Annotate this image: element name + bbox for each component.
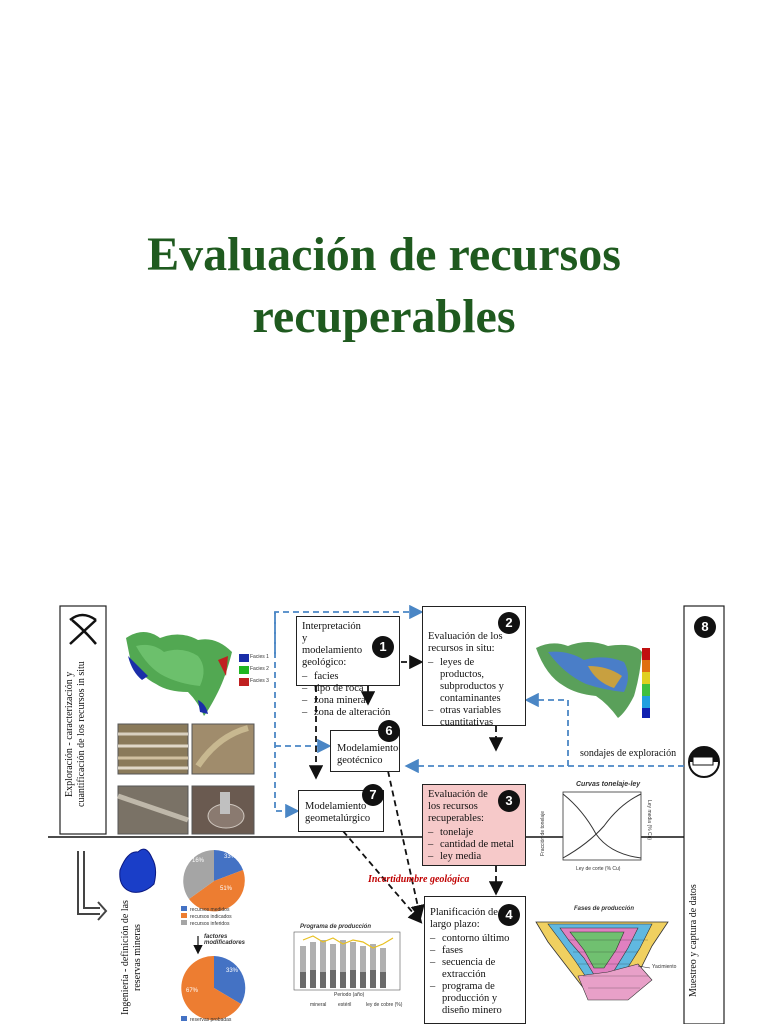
box4-item: contorno último [430, 933, 520, 945]
curves-xlabel: Ley de corte (% Cu) [576, 866, 620, 872]
step-badge-2: 2 [498, 612, 520, 634]
curves-title: Curvas tonelaje-ley [576, 781, 640, 788]
box2-item: otras variables cuantitativas [428, 705, 520, 729]
step-badge-1: 1 [372, 636, 394, 658]
pie1-label-3: 16% [192, 858, 204, 864]
core-photos [118, 724, 254, 834]
legend-swatch-1 [239, 654, 249, 662]
down-arrow-icon [78, 851, 106, 920]
tonnage-grade-chart [563, 792, 641, 860]
color-scale-bar [642, 648, 650, 718]
box3-list: tonelaje cantidad de metal ley media [428, 827, 520, 863]
pie2-legend-1: reservas probadas [190, 1017, 231, 1023]
box1-title: Interpretación y modelamiento geológico: [302, 621, 364, 669]
pit-3d-icon [120, 849, 156, 892]
box4-title: Planificación de largo plazo: [430, 907, 498, 931]
legend-facies-3: Facies 3 [250, 678, 269, 684]
box4-list: contorno último fases secuencia de extra… [430, 933, 520, 1017]
uncertainty-label: Incertidumbre geológica [368, 874, 469, 885]
legend-facies-2: Facies 2 [250, 666, 269, 672]
pie1-label-1: 33% [224, 854, 236, 860]
box1-item: zona de alteración [302, 707, 394, 719]
box4-item: fases [430, 945, 520, 957]
program-legend-2: estéril [338, 1002, 351, 1008]
box3-item: cantidad de metal [428, 839, 520, 851]
pie2-label-1: 33% [226, 968, 238, 974]
box2-title: Evaluación de los recursos in situ: [428, 631, 520, 655]
box2-item: leyes de productos, subproductos y conta… [428, 657, 520, 705]
pie1-label-2: 51% [220, 886, 232, 892]
program-legend-3: ley de cobre (%) [366, 1002, 402, 1008]
program-legend-1: mineral [310, 1002, 326, 1008]
box3-item: ley media [428, 851, 520, 863]
workflow-diagram: Exploración - caracterización y cuantifi… [48, 596, 728, 1024]
sampling-label: Muestreo y captura de datos [688, 866, 720, 1016]
title-line-2: recuperables [0, 286, 768, 348]
box2-list: leyes de productos, subproductos y conta… [428, 657, 520, 729]
program-xlabel: Periodo (año) [334, 992, 364, 998]
legend-swatch-2 [239, 666, 249, 674]
phases-title: Fases de producción [574, 906, 634, 912]
box3-title: Evaluación de los recursos recuperables: [428, 789, 498, 825]
step-badge-7: 7 [362, 784, 384, 806]
legend-swatch-3 [239, 678, 249, 686]
pie1-legend-2: recursos indicados [190, 914, 232, 920]
engineering-label: Ingeniería - definición de las reservas … [120, 892, 150, 1024]
box1-item: tipo de roca [302, 683, 394, 695]
ore-body-model-2 [536, 642, 642, 718]
ore-body-model-1 [126, 632, 232, 716]
box6-title: Modelamiento geotécnico [337, 743, 395, 767]
curves-ylabel-right: Ley media (% Cu) [646, 800, 652, 856]
step-badge-6: 6 [378, 720, 400, 742]
production-phases-diagram [536, 922, 668, 1000]
box1-list: facies tipo de roca zona mineral zona de… [302, 671, 394, 719]
deposit-label: Yacimiento [652, 964, 676, 970]
title-line-1: Evaluación de recursos [0, 224, 768, 286]
sondajes-label: sondajes de exploración [580, 748, 676, 759]
step-badge-8: 8 [694, 616, 716, 638]
legend-facies-1: Facies 1 [250, 654, 269, 660]
pie1-legend-1: recursos medidos [190, 907, 229, 913]
program-title: Programa de producción [300, 924, 371, 930]
curves-ylabel-left: Fracción de tonelaje [540, 800, 546, 856]
box3-item: tonelaje [428, 827, 520, 839]
pie2-label-2: 67% [186, 988, 198, 994]
box1-item: facies [302, 671, 394, 683]
box4-item: programa de producción y diseño minero [430, 981, 520, 1017]
pie1-legend-3: recursos inferidos [190, 921, 229, 927]
step-badge-4: 4 [498, 904, 520, 926]
production-program-chart [294, 932, 400, 990]
exploration-label: Exploración - caracterización y cuantifi… [64, 644, 104, 824]
box1-item: zona mineral [302, 695, 394, 707]
page-title: Evaluación de recursos recuperables [0, 224, 768, 348]
step-badge-3: 3 [498, 790, 520, 812]
box4-item: secuencia de extracción [430, 957, 520, 981]
modifying-factors-label: factores modificadores [204, 934, 248, 946]
